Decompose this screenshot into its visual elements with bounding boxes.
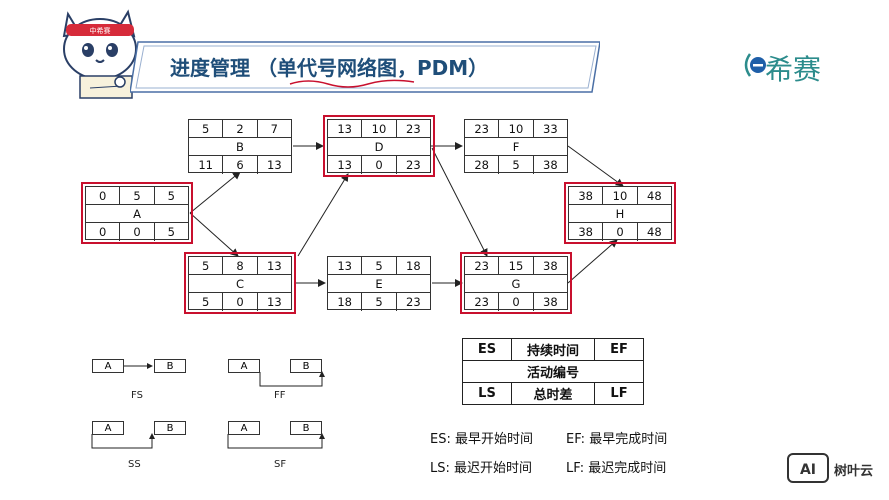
arrow-a-b [189,171,241,214]
title-banner [130,41,600,93]
definition-ls: LS: 最迟开始时间 [430,461,533,476]
ff-connector [259,371,325,387]
sf-connector [227,433,325,449]
arrow-a-c [189,212,239,257]
definition-lf: LF: 最迟完成时间 [566,461,667,476]
sf-label: SF [274,459,287,470]
ss-label: SS [128,459,141,470]
ss-box-b: B [154,421,186,435]
brand-name: 希赛 [765,53,822,86]
page-title: 进度管理 （单代号网络图，PDM） [170,56,489,80]
ss-box-a: A [92,421,124,435]
ff-box-a: A [228,359,260,373]
sf-box-b: B [290,421,322,435]
node-legend-table: ES 持续时间 EF 活动编号 LS 总时差 LF [462,338,644,405]
legend-ef: EF [610,342,628,357]
arrow-f-h [567,145,624,187]
brand-logo-icon [744,53,766,77]
sf-box-a: A [228,421,260,435]
ss-connector [91,433,155,449]
ff-box-b: B [290,359,322,373]
fs-box-b: B [154,359,186,373]
definition-ef: EF: 最早完成时间 [566,432,668,447]
watermark-ai-icon: AI [787,453,829,483]
definition-es: ES: 最早开始时间 [430,432,533,447]
arrow-c-d [297,173,349,257]
arrow-g-h [567,239,618,284]
watermark-badge-text: AI [800,462,816,478]
legend-ls: LS [463,383,512,404]
mascot-sign-text: 中希赛 [90,26,111,35]
fs-box-a: A [92,359,124,373]
legend-lf: LF [610,386,628,401]
title-underline-squiggle [289,79,415,88]
fs-label: FS [131,390,143,401]
legend-duration: 持续时间 [512,339,595,360]
watermark-text: 树叶云 [834,464,874,479]
legend-activity: 活动编号 [526,366,579,381]
arrow-d-g [431,147,488,257]
legend-total-float: 总时差 [512,383,595,404]
ff-label: FF [274,390,286,401]
legend-es: ES [463,339,512,360]
mascot-cat-illustration: 中希赛 [62,9,137,99]
